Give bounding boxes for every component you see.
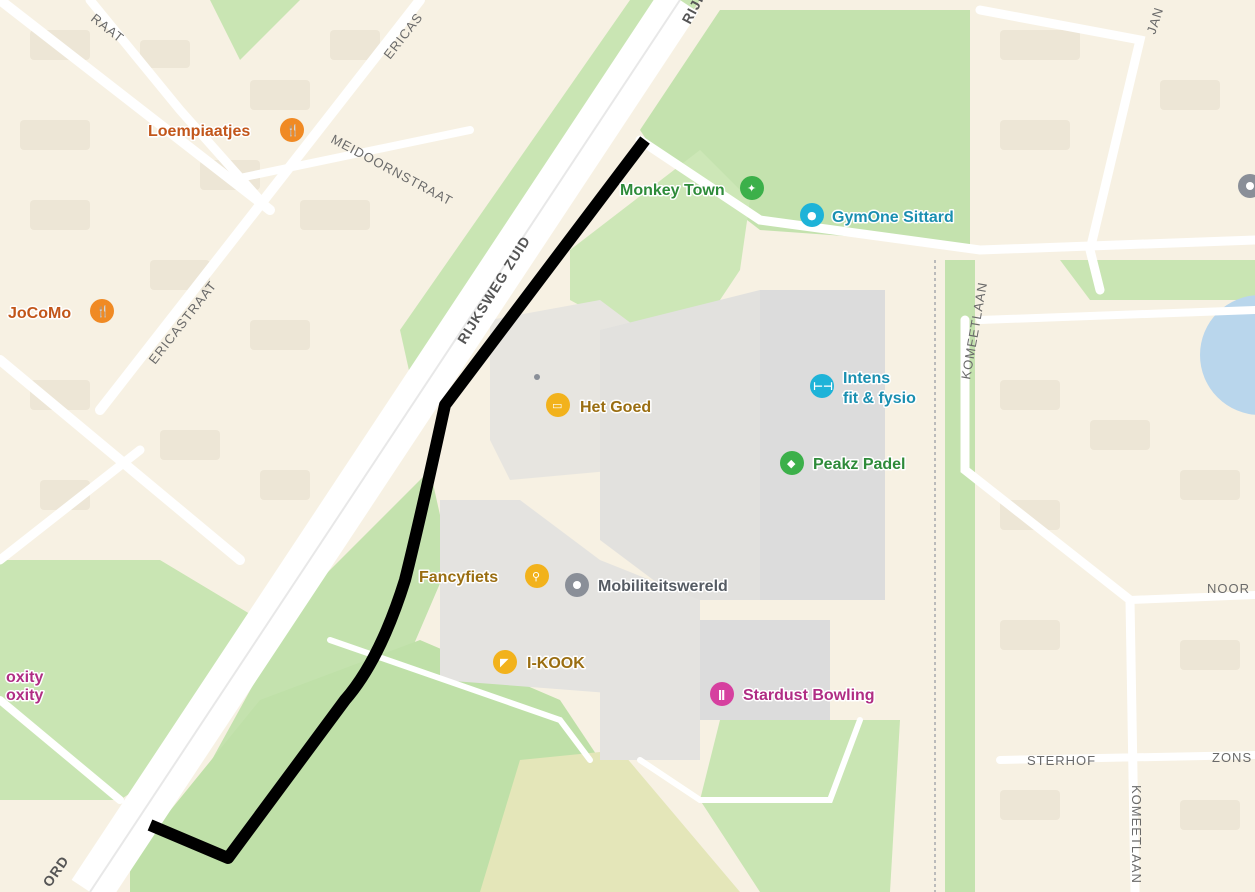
poi-peakz-padel[interactable]: ◆ Peakz Padel [780, 451, 908, 475]
shopping-bag-icon-glyph: ▭ [552, 399, 562, 412]
poi-gymone-sittard[interactable]: ● GymOne Sittard [800, 203, 956, 228]
street-label-sterhof: STERHOF [1027, 753, 1096, 768]
fitness-icon[interactable] [800, 203, 824, 227]
poi-het-goed[interactable]: ▭ Het Goed [534, 374, 653, 418]
poi-jocomo[interactable]: JoCoMo 🍴 [7, 299, 114, 324]
street-label-kometlaan-bottom: KOMEETLAAN [1129, 785, 1144, 884]
poi-i-kook[interactable]: ◤ I-KOOK [493, 650, 587, 674]
poi-edge-pin[interactable] [1238, 174, 1255, 198]
racket-icon[interactable] [780, 451, 804, 475]
poi-monkey-town[interactable]: Monkey Town ✦ [619, 176, 764, 201]
poi-label-line2[interactable]: fit & fysio [842, 389, 918, 409]
poi-label[interactable]: Loempiaatjes [147, 122, 252, 142]
shopping-bag-icon[interactable] [546, 393, 570, 417]
poi-label[interactable]: Stardust Bowling [742, 686, 877, 706]
poi-label[interactable]: Mobiliteitswereld [597, 577, 730, 597]
poi-mobiliteitswereld[interactable]: Mobiliteitswereld [565, 573, 730, 597]
restaurant-icon-glyph: 🍴 [96, 305, 110, 318]
poi-label[interactable]: Het Goed [579, 398, 653, 418]
poi-fancyfiets[interactable]: Fancyfiets ⚲ [418, 564, 549, 588]
bicycle-icon-glyph: ⚲ [532, 570, 540, 583]
restaurant-icon[interactable] [280, 118, 304, 142]
poi-layer[interactable]: Loempiaatjes 🍴 JoCoMo 🍴 Monkey Town ✦ ● … [5, 118, 1255, 706]
main-road-rijksweg [71, 0, 699, 892]
generic-pin-icon-center [1246, 182, 1254, 190]
poi-label[interactable]: JoCoMo [7, 304, 73, 324]
poi-label[interactable]: I-KOOK [526, 654, 587, 674]
fitness-icon-glyph: ● [807, 209, 817, 222]
restaurant-icon-glyph: 🍴 [286, 124, 300, 137]
poi-loempiaatjes[interactable]: Loempiaatjes 🍴 [147, 118, 304, 142]
poi-label[interactable]: Fancyfiets [418, 568, 500, 588]
dumbbell-icon[interactable] [810, 374, 834, 398]
small-dot-icon [534, 374, 540, 380]
generic-pin-icon-center [573, 581, 581, 589]
bicycle-icon[interactable] [525, 564, 549, 588]
store-icon-glyph: ◤ [500, 656, 509, 669]
bowling-icon[interactable] [710, 682, 734, 706]
poi-intens-fit-fysio[interactable]: ⊢⊣ Intens fit & fysio [810, 369, 918, 409]
playground-icon-glyph: ✦ [747, 182, 756, 195]
store-icon[interactable] [493, 650, 517, 674]
dumbbell-icon-glyph: ⊢⊣ [813, 380, 833, 393]
street-label-zons: ZONS [1212, 750, 1252, 765]
restaurant-icon[interactable] [90, 299, 114, 323]
poi-label[interactable]: Intens [842, 369, 892, 389]
highlighted-route [147, 136, 650, 864]
poi-label[interactable]: oxity [5, 668, 45, 688]
bowling-icon-glyph: ǁ [718, 688, 725, 701]
poi-stardust-bowling[interactable]: ǁ Stardust Bowling [710, 682, 877, 706]
poi-label-line2[interactable]: oxity [5, 686, 45, 706]
racket-icon-glyph: ◆ [787, 457, 796, 470]
poi-oxity[interactable]: oxity oxity [5, 668, 45, 706]
poi-label[interactable]: Monkey Town [619, 181, 727, 201]
playground-icon[interactable] [740, 176, 764, 200]
water-area [1200, 295, 1255, 415]
poi-label[interactable]: Peakz Padel [812, 455, 908, 475]
street-label-noor: NOOR [1207, 581, 1250, 596]
poi-label[interactable]: GymOne Sittard [831, 208, 956, 228]
